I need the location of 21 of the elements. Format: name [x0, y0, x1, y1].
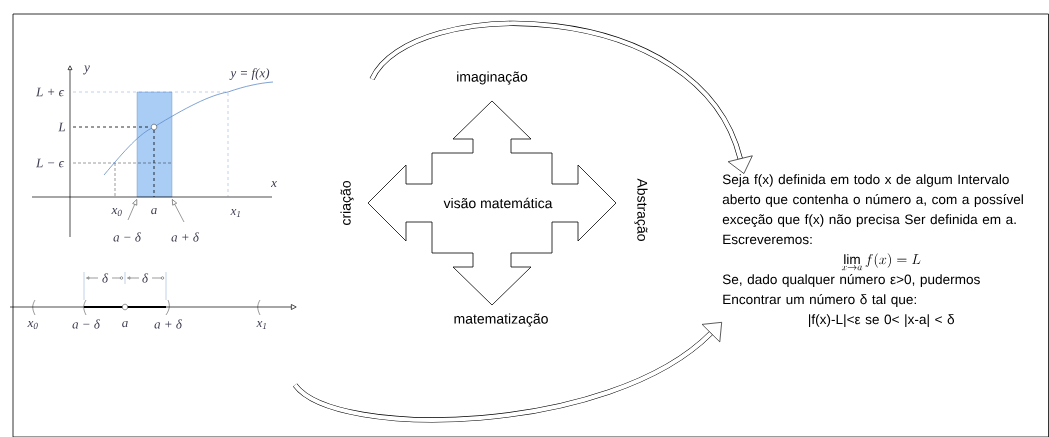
- axis-label: x$_{0}$: [111, 208, 122, 216]
- axis-label: x$_{1}$: [230, 209, 240, 217]
- curved-block-arrow: [293, 322, 722, 423]
- axis-label: a: [151, 207, 157, 215]
- arrow-caption: criação: [340, 181, 354, 225]
- axis-label: y = f(x): [229, 68, 270, 80]
- axis-label: δ: [142, 273, 149, 283]
- axis-label: δ: [102, 273, 109, 283]
- axis-label: L − ϵ: [36, 158, 65, 168]
- axis-label: a − δ: [113, 232, 142, 242]
- graph-drawing: [9, 65, 297, 316]
- curved-block-arrow: [369, 21, 753, 174]
- arrow-caption: matematização: [454, 313, 548, 327]
- arrow-caption: Abstração: [634, 178, 648, 241]
- axis-label: y: [83, 65, 90, 75]
- axis-label: L: [58, 122, 65, 132]
- definition-text: Seja f(x) definida em todo x de algum Intervalo aberto que contenha o número a, com a possível exceção que f(x) não precisa Ser definida em a. Escreveremos: $\lim_{x \to a} f(x) = L$ Se, dado qualquer número ε>0, pudermos Encontrar um número δ tal que: |f(x)-L|<ε se 0< |x-a| < δ: [722, 174, 1023, 327]
- axis-label: L + ϵ: [36, 87, 65, 97]
- axis-label: x: [270, 181, 277, 187]
- axis-label: a + δ: [171, 232, 200, 242]
- arrow-caption: imaginação: [457, 71, 528, 85]
